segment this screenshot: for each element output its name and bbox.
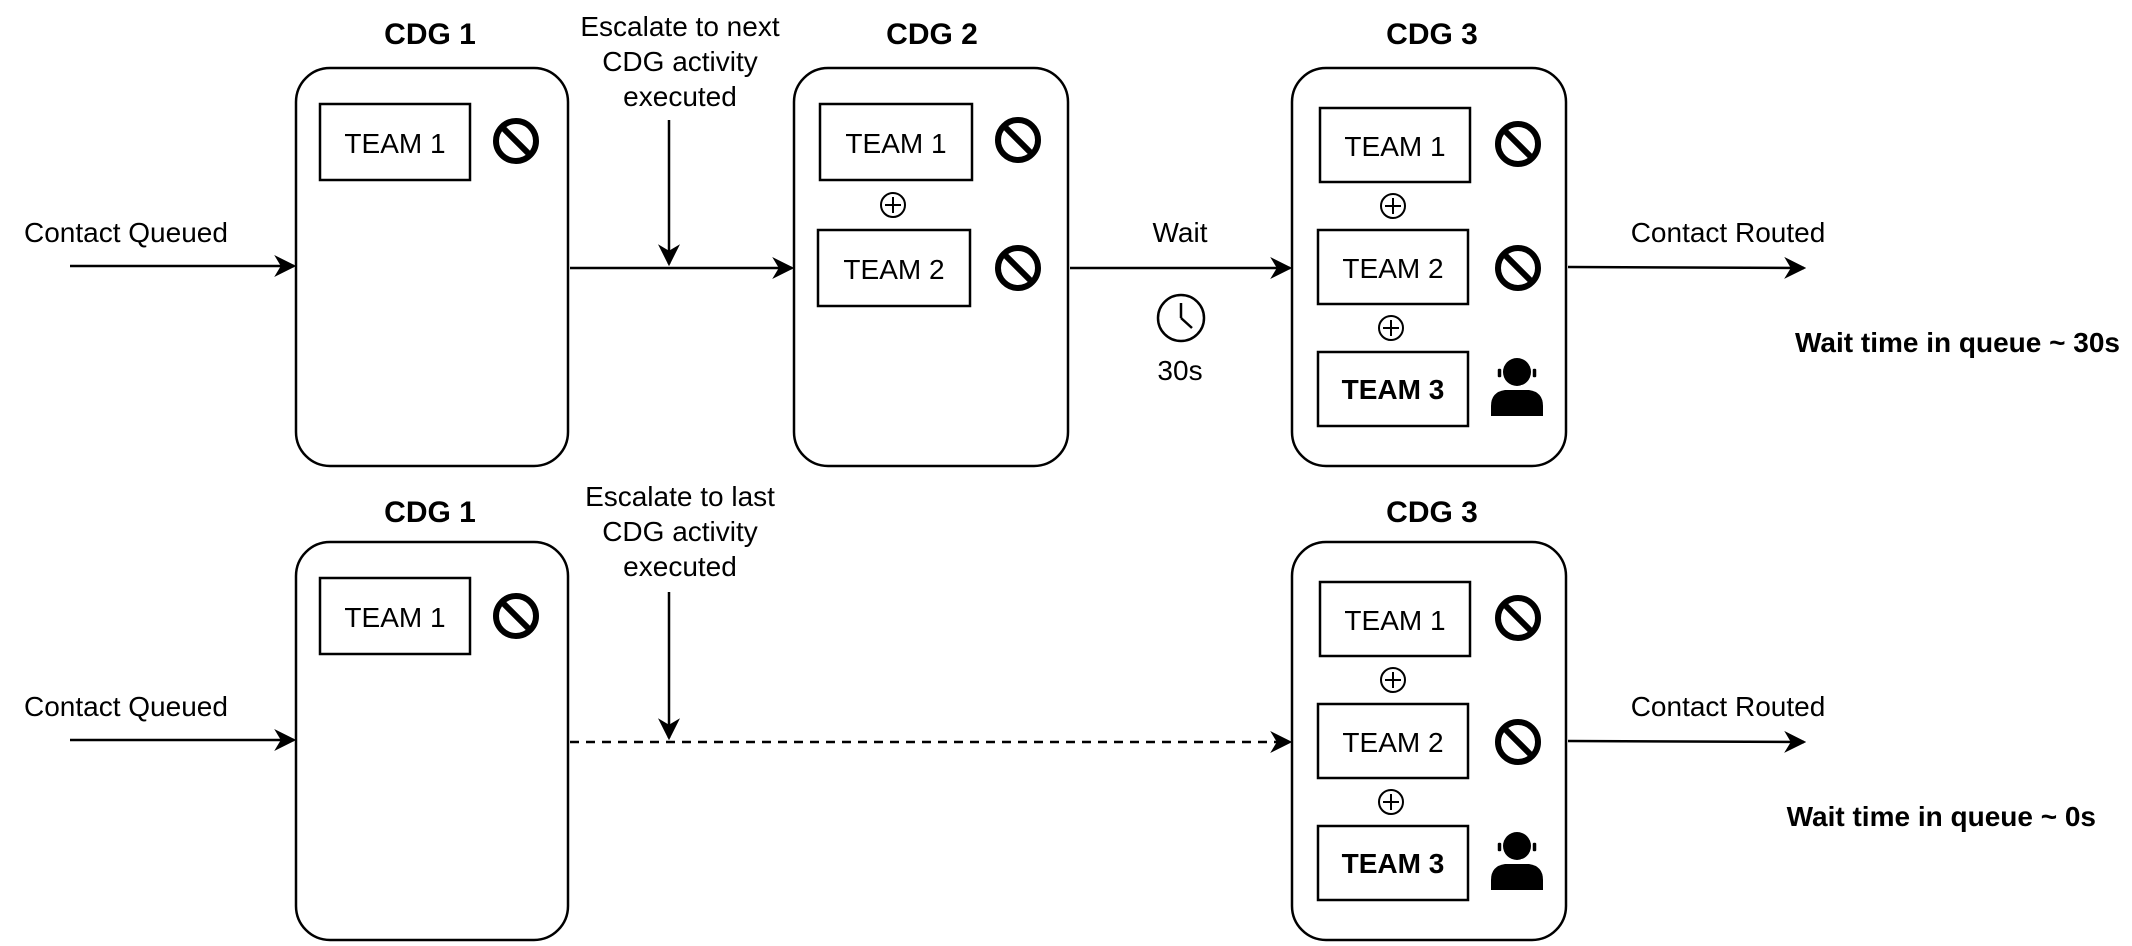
contact-routed-label: Contact Routed	[1631, 691, 1826, 722]
escalate-label-line3: executed	[623, 81, 737, 112]
escalate-label-line2: CDG activity	[602, 46, 758, 77]
cdg1-title: CDG 1	[384, 18, 476, 51]
team-box	[318, 576, 472, 656]
team-label: TEAM 1	[845, 128, 946, 159]
team-label: TEAM 2	[843, 254, 944, 285]
team-box	[818, 102, 974, 182]
escalate-label-line1: Escalate to last	[585, 481, 775, 512]
team-label: TEAM 1	[344, 602, 445, 633]
cdg2-title: CDG 2	[886, 18, 978, 51]
team-label: TEAM 2	[1342, 727, 1443, 758]
routed-arrow	[1567, 730, 1807, 753]
circled-plus-icon	[1380, 667, 1406, 693]
routed-arrow	[1567, 256, 1807, 279]
clock-icon	[1156, 293, 1206, 343]
wait-duration: 30s	[1157, 355, 1202, 386]
circled-plus-icon	[1380, 193, 1406, 219]
circled-plus-icon	[1378, 789, 1404, 815]
team-box	[1316, 350, 1470, 428]
team-box	[318, 102, 472, 182]
wait-time-note: Wait time in queue ~ 0s	[1787, 801, 2096, 832]
team-box	[1316, 228, 1470, 306]
circled-plus-icon	[880, 192, 906, 218]
cdg1-title: CDG 1	[384, 496, 476, 529]
team-label: TEAM 3	[1342, 374, 1445, 405]
team-label: TEAM 1	[1344, 605, 1445, 636]
scenario-top: Contact Queued CDG 1 TEAM 1 Escalate to …	[24, 11, 2120, 468]
cdg3-title: CDG 3	[1386, 18, 1478, 51]
contact-queued-label: Contact Queued	[24, 691, 228, 722]
team-label: TEAM 2	[1342, 253, 1443, 284]
wait-time-note: Wait time in queue ~ 30s	[1795, 327, 2120, 358]
escalate-label-line2: CDG activity	[602, 516, 758, 547]
circled-plus-icon	[1378, 315, 1404, 341]
scenario-bottom: Contact Queued CDG 1 TEAM 1 Escalate to …	[24, 481, 2096, 942]
cdg3-title: CDG 3	[1386, 496, 1478, 529]
escalate-label-line3: executed	[623, 551, 737, 582]
team-box	[1316, 824, 1470, 902]
escalate-label-line1: Escalate to next	[580, 11, 779, 42]
team-label: TEAM 1	[344, 128, 445, 159]
wait-label: Wait	[1153, 217, 1208, 248]
team-box	[1316, 702, 1470, 780]
contact-routed-label: Contact Routed	[1631, 217, 1826, 248]
contact-queued-label: Contact Queued	[24, 217, 228, 248]
team-box	[816, 228, 972, 308]
team-label: TEAM 3	[1342, 848, 1445, 879]
team-box	[1318, 580, 1472, 658]
team-box	[1318, 106, 1472, 184]
team-label: TEAM 1	[1344, 131, 1445, 162]
